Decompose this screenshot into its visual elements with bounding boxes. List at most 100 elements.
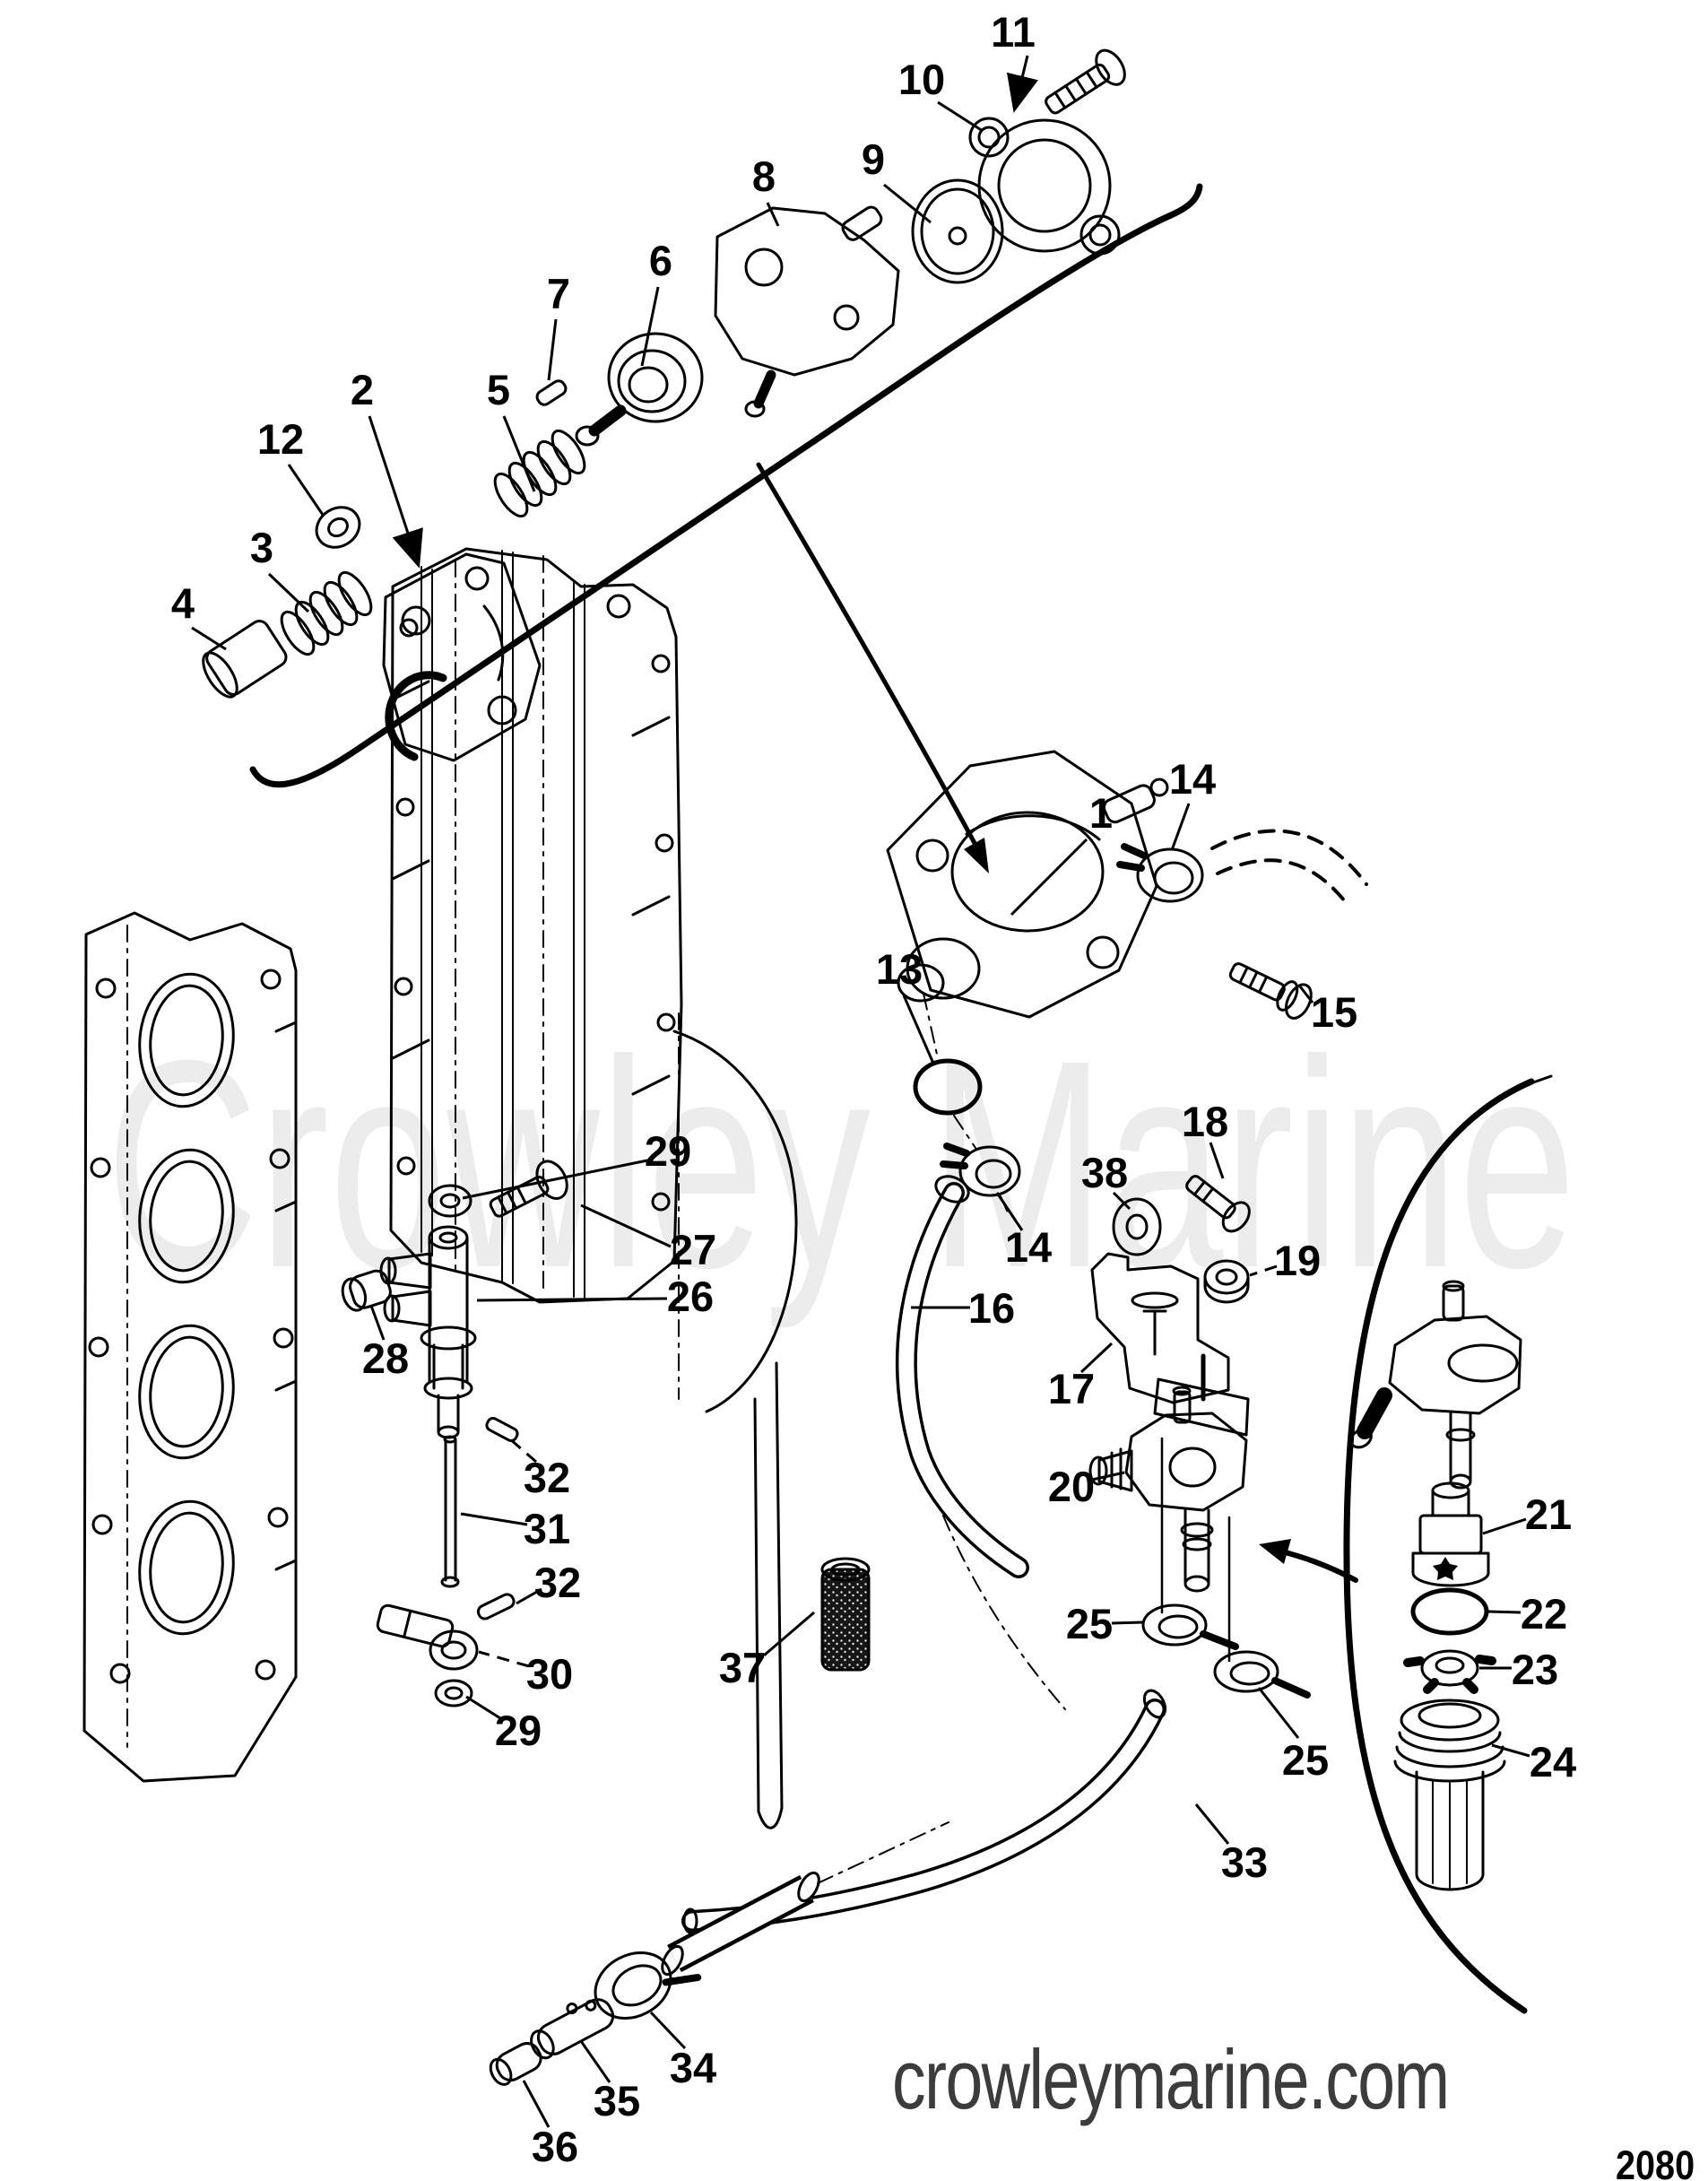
nut-19 <box>1203 1259 1250 1304</box>
callout-9: 9 <box>862 135 885 183</box>
divider-swoosh-line <box>249 183 1203 788</box>
hose-clamp-25a <box>1141 1603 1239 1650</box>
leader-line-20 <box>1091 1471 1125 1482</box>
leader-line-13 <box>902 995 936 1066</box>
callout-15: 15 <box>1311 988 1357 1036</box>
leader-line-34 <box>649 2011 687 2050</box>
leader-line-19 <box>1249 1264 1278 1277</box>
rod-31 <box>444 1438 457 1582</box>
callout-34: 34 <box>670 2044 716 2091</box>
cap-36 <box>489 2042 542 2086</box>
callout-22: 22 <box>1521 1590 1567 1638</box>
callout-5: 5 <box>487 366 510 413</box>
callout-36: 36 <box>532 2123 578 2170</box>
watermark: Crowley Marine <box>106 998 1576 1331</box>
filter-inset-group <box>1259 1074 1553 2014</box>
leader-line-29 <box>462 1159 648 1200</box>
leader-line-17 <box>1079 1342 1114 1374</box>
leader-line-30 <box>478 1650 530 1668</box>
callout-16: 16 <box>968 1284 1015 1332</box>
leader-line-32 <box>516 1587 542 1605</box>
callout-29: 29 <box>645 1127 691 1175</box>
leader-line-11 <box>1006 55 1038 113</box>
leader-line-6 <box>640 286 660 367</box>
washer-38 <box>1112 1197 1162 1256</box>
pin-32a <box>485 1416 519 1443</box>
fuel-hose-16 <box>895 1175 1066 1710</box>
link-arm-30 <box>376 1603 455 1648</box>
connector-35 <box>530 1998 615 2060</box>
callout-3: 3 <box>250 524 273 571</box>
leader-line-8 <box>766 202 780 227</box>
leader-line-26 <box>476 1297 668 1302</box>
callout-8: 8 <box>752 152 776 200</box>
callout-10: 10 <box>898 56 945 103</box>
leader-line-4 <box>191 626 227 651</box>
pin-32b <box>476 1593 516 1621</box>
hose-clamp-34 <box>594 1951 702 2020</box>
callout-7: 7 <box>547 270 570 317</box>
leader-line-32 <box>508 1437 537 1464</box>
callout-24: 24 <box>1530 1738 1576 1786</box>
spring-3 <box>280 570 373 656</box>
fuel-filter-20-group <box>1088 1386 1311 1699</box>
callout-32: 32 <box>534 1559 581 1606</box>
leader-line-14 <box>995 1192 1024 1231</box>
leader-line-3 <box>267 572 310 613</box>
callout-19: 19 <box>1274 1237 1321 1284</box>
filter-cup-24 <box>1393 1699 1506 1891</box>
pin-7 <box>535 379 568 406</box>
inset-pointer-arrow <box>1259 1539 1358 1583</box>
leader-line-24 <box>1491 1743 1530 1758</box>
screw-15 <box>1228 962 1313 1020</box>
o-ring-22 <box>1410 1587 1489 1636</box>
hose-clamp-25b <box>1213 1650 1311 1699</box>
callout-20: 20 <box>1048 1463 1095 1510</box>
filter-screen-37 <box>820 1557 871 1672</box>
filter-element-21 <box>1411 1482 1490 1587</box>
leader-line-7 <box>547 318 558 381</box>
o-ring-13 <box>913 1058 983 1116</box>
washer-29a <box>428 1184 473 1218</box>
callout-33: 33 <box>1221 1838 1268 1886</box>
linkage-group <box>376 1416 519 1707</box>
callout-6: 6 <box>649 237 672 284</box>
leader-line-15 <box>1298 986 1314 1004</box>
callout-23: 23 <box>1512 1646 1558 1693</box>
leader-line-35 <box>579 2040 611 2083</box>
callout-14: 14 <box>1005 1223 1052 1271</box>
mount-bracket-group <box>1090 1175 1251 1437</box>
cover-plate-10 <box>968 117 1121 256</box>
fitting-26-group <box>341 1160 568 1439</box>
leader-line-31 <box>460 1512 528 1526</box>
callout-25: 25 <box>1066 1600 1113 1647</box>
callout-30: 30 <box>526 1650 573 1698</box>
leader-line-28 <box>369 1305 386 1341</box>
plunger-6 <box>575 332 704 447</box>
crankcase-center-group <box>389 547 798 1829</box>
leader-line-10 <box>937 100 984 133</box>
screw-18 <box>1185 1175 1251 1233</box>
leader-line-33 <box>1194 1803 1230 1845</box>
leader-line-14 <box>1170 803 1191 851</box>
callout-28: 28 <box>362 1334 409 1382</box>
inset-filter-head <box>1349 1280 1522 1490</box>
cylinder-head-left-group <box>82 911 298 1783</box>
leader-line-2 <box>368 415 423 569</box>
leader-line-25 <box>1111 1621 1143 1625</box>
callout-31: 31 <box>524 1505 570 1552</box>
leader-line-9 <box>883 183 932 224</box>
callout-29: 29 <box>495 1707 542 1754</box>
callout-37: 37 <box>719 1644 766 1691</box>
assembly-direction-arrow <box>756 462 989 873</box>
callout-1: 1 <box>1089 789 1113 837</box>
washer-29b <box>434 1679 473 1707</box>
leader-line-27 <box>580 1203 672 1248</box>
callout-21: 21 <box>1525 1490 1572 1538</box>
leader-line-5 <box>502 415 536 492</box>
callout-35: 35 <box>594 2077 640 2125</box>
leader-line-25 <box>1257 1687 1300 1739</box>
leader-line-36 <box>522 2080 551 2128</box>
